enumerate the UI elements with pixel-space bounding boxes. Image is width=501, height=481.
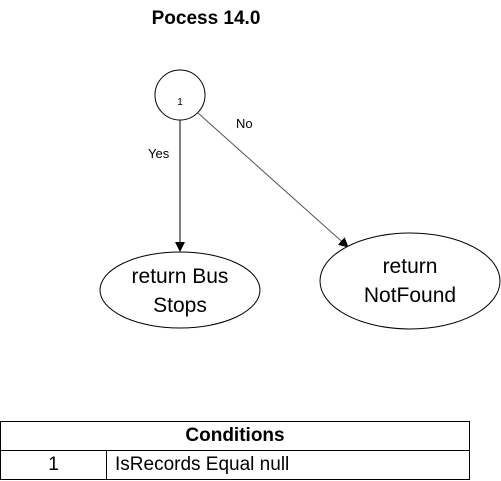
- yes-edge-label: Yes: [148, 146, 170, 161]
- conditions-table: Conditions 1 IsRecords Equal null: [0, 421, 470, 480]
- decision-node-label: 1: [177, 97, 183, 108]
- no-edge: [197, 112, 349, 248]
- return-bus-stops-label: return Bus Stops: [131, 265, 229, 317]
- condition-text: IsRecords Equal null: [106, 450, 470, 480]
- conditions-header: Conditions: [0, 421, 470, 451]
- flow-diagram: [99, 69, 501, 330]
- conditions-header-row: Conditions: [0, 421, 470, 451]
- return-notfound-node: [319, 232, 501, 330]
- return-notfound-label: return NotFound: [363, 255, 457, 307]
- table-row: 1 IsRecords Equal null: [0, 450, 470, 480]
- return-bus-stops-node: [99, 251, 261, 329]
- diagram-title: Pocess 14.0: [151, 8, 261, 29]
- condition-number: 1: [0, 450, 107, 480]
- no-edge-label: No: [236, 116, 253, 131]
